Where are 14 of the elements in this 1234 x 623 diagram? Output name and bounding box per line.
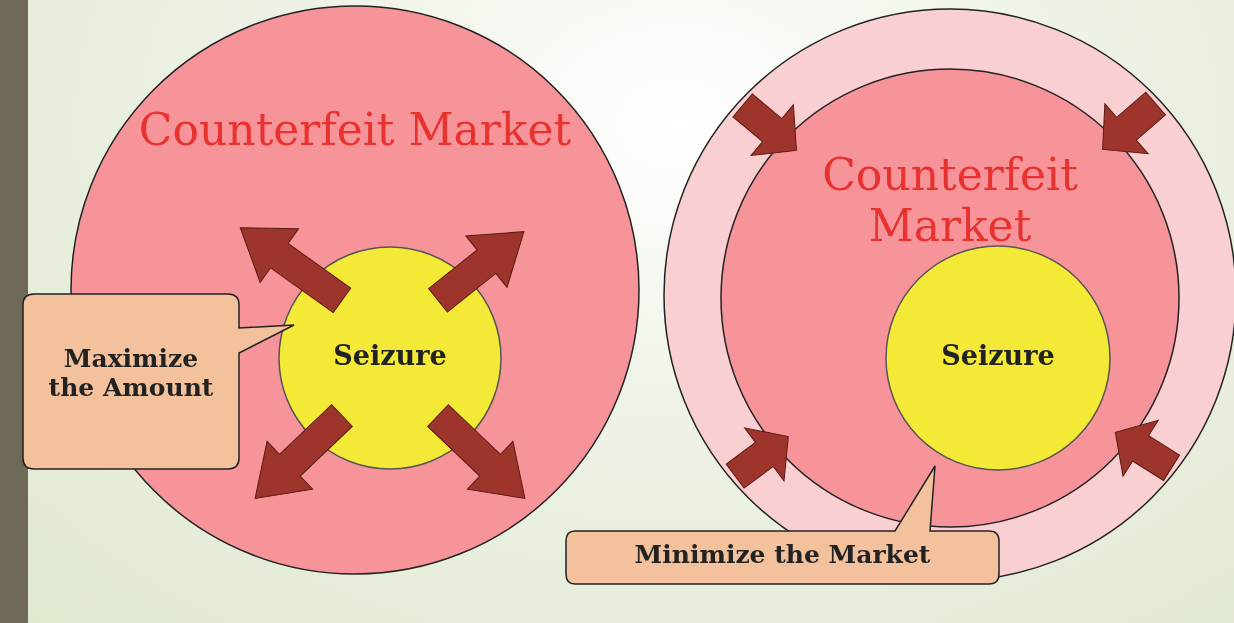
block-arrow bbox=[1102, 91, 1166, 155]
block-arrow bbox=[1114, 419, 1181, 481]
circle-label: Seizure bbox=[332, 340, 448, 372]
block-arrow bbox=[254, 404, 353, 499]
circle-label: Seizure bbox=[940, 340, 1056, 372]
bubble-text: Minimize the Market bbox=[633, 541, 932, 570]
block-arrow bbox=[725, 427, 789, 489]
block-arrow bbox=[428, 231, 525, 313]
block-arrow bbox=[239, 227, 352, 314]
circle-title: Counterfeit Market bbox=[821, 150, 1079, 252]
block-arrow bbox=[427, 404, 526, 499]
circle-title: Counterfeit Market bbox=[137, 105, 573, 156]
block-arrow bbox=[732, 93, 797, 156]
bubble-text: Maximize the Amount bbox=[47, 345, 215, 403]
